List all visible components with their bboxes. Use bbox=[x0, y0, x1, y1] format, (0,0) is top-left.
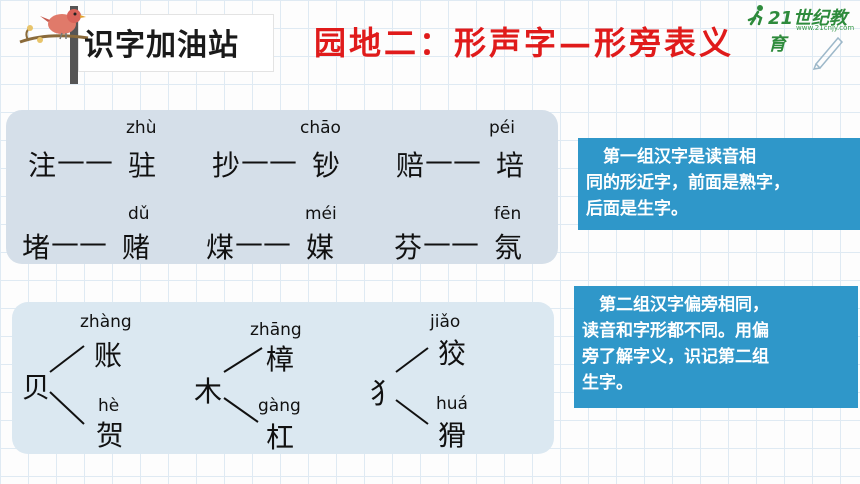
pinyin: péi bbox=[489, 118, 515, 138]
radical-character: 贝 bbox=[22, 371, 51, 404]
known-character: 芬 bbox=[394, 231, 423, 264]
bird-icon bbox=[19, 9, 89, 44]
header-label-box bbox=[78, 14, 274, 72]
note-line: 旁了解字义，识记第二组 bbox=[582, 347, 769, 367]
header-label: 识字加油站 bbox=[84, 28, 239, 63]
known-character: 煤 bbox=[206, 231, 235, 264]
pinyin: fēn bbox=[494, 204, 522, 224]
runner-logo-icon bbox=[747, 5, 763, 26]
pinyin: zhāng bbox=[250, 320, 302, 340]
known-character: 抄 bbox=[212, 149, 241, 182]
known-character: 堵 bbox=[22, 231, 51, 264]
new-character: 杠 bbox=[266, 421, 295, 454]
new-character: 钞 bbox=[312, 149, 341, 182]
dash: —— bbox=[241, 144, 297, 177]
new-character: 氛 bbox=[494, 231, 523, 264]
note-line: 生字。 bbox=[582, 373, 633, 393]
dash: —— bbox=[425, 144, 481, 177]
new-character: 狡 bbox=[438, 337, 467, 370]
note-line: 后面是生字。 bbox=[586, 199, 688, 219]
group1-note: 第一组汉字是读音相 同的形近字，前面是熟字， 后面是生字。 bbox=[578, 138, 860, 230]
known-character: 注 bbox=[28, 149, 57, 182]
brand-url: www.21cnjy.com bbox=[796, 24, 855, 32]
note-line: 第二组汉字偏旁相同， bbox=[582, 295, 769, 315]
note-line: 读音和字形都不同。用偏 bbox=[582, 321, 769, 341]
header-accent-bar bbox=[70, 6, 78, 84]
dash: —— bbox=[235, 226, 291, 259]
new-character: 猾 bbox=[438, 419, 467, 452]
pinyin: gàng bbox=[258, 396, 301, 416]
pinyin: méi bbox=[305, 204, 337, 224]
note-line: 第一组汉字是读音相 bbox=[586, 147, 756, 167]
new-character: 账 bbox=[94, 339, 123, 372]
pencil-watermark-icon bbox=[812, 36, 844, 70]
known-character: 赔 bbox=[396, 149, 425, 182]
new-character: 贺 bbox=[96, 419, 125, 452]
new-character: 樟 bbox=[266, 343, 295, 376]
pinyin: zhù bbox=[126, 118, 157, 138]
new-character: 赌 bbox=[122, 231, 151, 264]
page-title: 园地二：形声字—形旁表义 bbox=[314, 24, 735, 62]
radical-character: 犭 bbox=[370, 377, 399, 410]
group2-note: 第二组汉字偏旁相同， 读音和字形都不同。用偏 旁了解字义，识记第二组 生字。 bbox=[574, 286, 858, 408]
new-character: 驻 bbox=[128, 149, 157, 182]
new-character: 培 bbox=[496, 149, 525, 182]
radical-character: 木 bbox=[194, 375, 223, 408]
new-character: 媒 bbox=[306, 231, 335, 264]
note-line: 同的形近字，前面是熟字， bbox=[586, 173, 790, 193]
pinyin: hè bbox=[98, 396, 120, 416]
dash: —— bbox=[423, 226, 479, 259]
pinyin: jiǎo bbox=[430, 312, 461, 332]
group2-panel bbox=[12, 302, 554, 454]
brand-logo: 21世纪教育 bbox=[768, 8, 848, 55]
pinyin: zhàng bbox=[80, 312, 132, 332]
dash: —— bbox=[51, 226, 107, 259]
group1-panel bbox=[6, 110, 558, 264]
pinyin: huá bbox=[436, 394, 468, 414]
pinyin: dǔ bbox=[128, 204, 150, 224]
dash: —— bbox=[57, 144, 113, 177]
pinyin: chāo bbox=[300, 118, 341, 138]
